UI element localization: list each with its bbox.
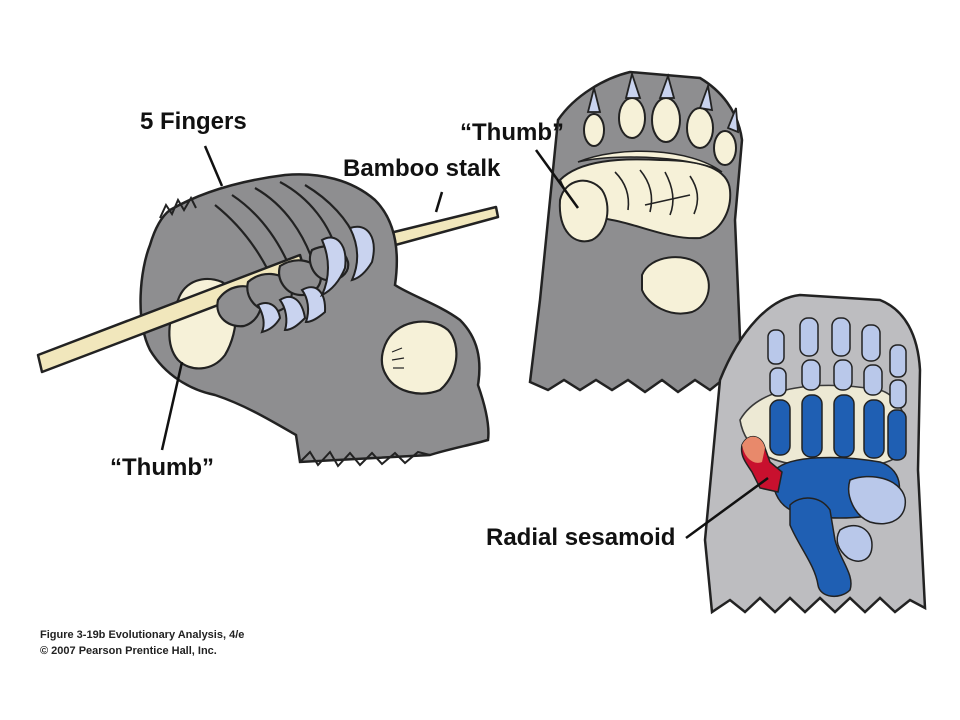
wrist-pad-top-right bbox=[641, 256, 710, 315]
leader-thumb-right bbox=[534, 149, 580, 209]
figure-caption-line2: © 2007 Pearson Prentice Hall, Inc. bbox=[40, 645, 217, 657]
label-radial-sesamoid: Radial sesamoid bbox=[486, 524, 676, 551]
paw-skeleton-illustration bbox=[703, 293, 927, 615]
ulna-light bbox=[836, 524, 873, 562]
fur-tuft bbox=[159, 195, 197, 219]
leader-lines bbox=[160, 145, 769, 540]
toe-pads bbox=[583, 97, 737, 166]
palm-pad-crescent bbox=[577, 150, 723, 173]
label-thumb-right: “Thumb” bbox=[460, 119, 564, 146]
thumb-pad-top-right bbox=[558, 179, 609, 243]
claws bbox=[256, 225, 375, 334]
underside-claws bbox=[586, 70, 740, 134]
pad-stripes bbox=[614, 169, 699, 216]
label-bamboo-stalk: Bamboo stalk bbox=[343, 155, 501, 182]
fur-tuft-bottom bbox=[299, 450, 431, 468]
label-five-fingers: 5 Fingers bbox=[140, 108, 247, 135]
leader-bamboo-stalk bbox=[434, 191, 444, 213]
figure-caption-line1: Figure 3-19b Evolutionary Analysis, 4/e bbox=[40, 629, 245, 641]
grasping-paw-illustration bbox=[36, 173, 500, 468]
pad-creases-left bbox=[391, 347, 405, 369]
leader-five-fingers bbox=[203, 145, 224, 187]
palm-pad-band bbox=[558, 158, 732, 240]
radial-sesamoid-highlight bbox=[742, 436, 765, 463]
label-thumb-left: “Thumb” bbox=[110, 454, 214, 481]
leader-thumb-left bbox=[160, 361, 184, 451]
carpal-light bbox=[848, 475, 906, 525]
palm-pad-left bbox=[380, 320, 458, 395]
metacarpals bbox=[769, 394, 907, 461]
forearm-bone bbox=[789, 497, 852, 597]
leader-radial-sesamoid bbox=[685, 476, 769, 540]
phalanges bbox=[767, 317, 907, 409]
paw-underside-illustration bbox=[528, 70, 744, 394]
